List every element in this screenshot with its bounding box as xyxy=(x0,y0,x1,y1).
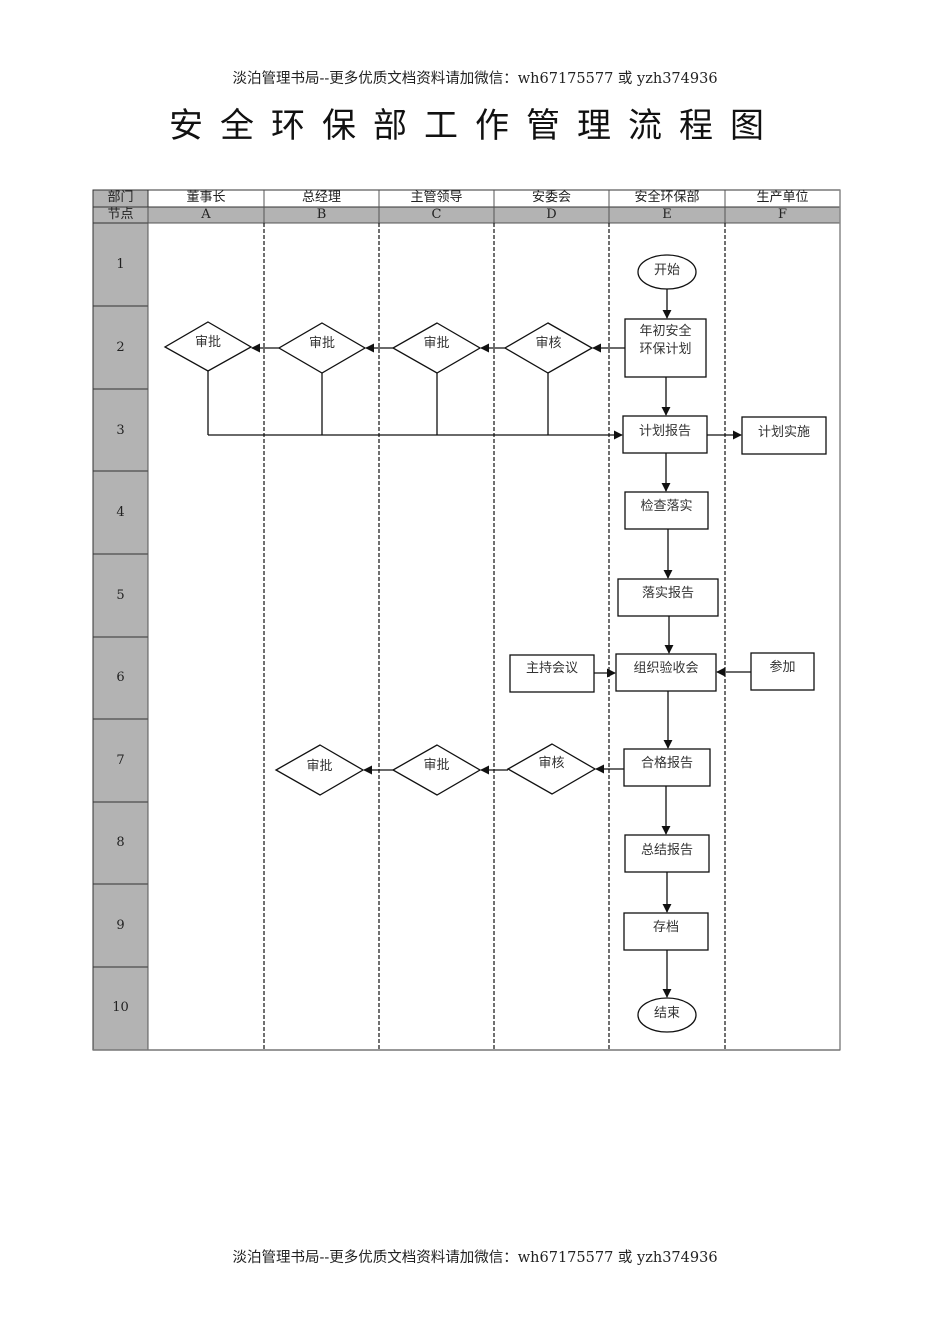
lane-c-code: C xyxy=(431,207,442,222)
lane-d-code: D xyxy=(546,207,557,222)
approve-a-label-row2: 审批 xyxy=(194,335,221,350)
watermark-top: 淡泊管理书局--更多优质文档资料请加微信：wh67175577 或 yzh374… xyxy=(232,71,718,87)
lane-c-dept: 主管领导 xyxy=(410,190,463,205)
approve-c-label-row7: 审批 xyxy=(423,758,450,773)
lane-e-code: E xyxy=(662,207,672,222)
acceptance-meeting-box xyxy=(615,653,717,692)
start-label: 开始 xyxy=(653,263,680,278)
summary-report-label: 总结报告 xyxy=(640,843,693,858)
row-number-9: 9 xyxy=(116,918,125,933)
lane-f-code: F xyxy=(777,207,788,222)
swimlanes xyxy=(93,190,841,1051)
participate-box xyxy=(750,652,815,691)
row-number-2: 2 xyxy=(116,340,125,355)
qualified-report-label: 合格报告 xyxy=(640,756,693,771)
acceptance-meeting-label: 组织验收会 xyxy=(633,661,699,676)
participate-label: 参加 xyxy=(769,660,796,675)
row-number-6: 6 xyxy=(116,670,125,685)
approve-b-label-row2: 审批 xyxy=(308,336,335,351)
lane-f-dept: 生产单位 xyxy=(756,190,809,205)
node-header-label: 节点 xyxy=(107,207,134,222)
end-terminal xyxy=(637,997,697,1033)
connectors xyxy=(207,289,751,998)
approve-c-diamond-row7 xyxy=(391,744,482,796)
plan-implement-label: 计划实施 xyxy=(757,425,810,440)
plan-implement-box xyxy=(741,416,827,455)
end-label: 结束 xyxy=(653,1006,680,1021)
annual-plan-label-2: 环保计划 xyxy=(639,342,692,357)
summary-report-box xyxy=(624,834,710,873)
lane-a-dept: 董事长 xyxy=(186,190,226,205)
implement-report-box xyxy=(617,578,719,617)
host-meeting-label: 主持会议 xyxy=(525,661,578,676)
implement-report-label: 落实报告 xyxy=(641,586,694,601)
lane-a-code: A xyxy=(201,207,211,222)
row-number-7: 7 xyxy=(116,753,125,768)
review-diamond-row7 xyxy=(506,743,597,795)
lane-d-dept: 安委会 xyxy=(531,190,571,205)
watermark-bottom: 淡泊管理书局--更多优质文档资料请加微信：wh67175577 或 yzh374… xyxy=(232,1250,718,1266)
row-number-5: 5 xyxy=(116,588,125,603)
qualified-report-box xyxy=(623,748,711,787)
flow-shapes xyxy=(163,254,827,1033)
lane-b-dept: 总经理 xyxy=(301,190,341,205)
review-label-row7: 审核 xyxy=(538,756,565,771)
row-number-10: 10 xyxy=(112,1000,129,1015)
lane-b-code: B xyxy=(316,207,327,222)
row-number-8: 8 xyxy=(116,835,125,850)
page-title: 安全环保部工作管理流程图 xyxy=(169,106,781,146)
approve-c-label-row2: 审批 xyxy=(423,336,450,351)
review-label-row2: 审核 xyxy=(535,336,562,351)
archive-box xyxy=(623,912,709,951)
row-number-1: 1 xyxy=(116,257,125,272)
plan-report-label: 计划报告 xyxy=(638,424,691,439)
annual-plan-label-1: 年初安全 xyxy=(639,324,692,339)
inspect-box xyxy=(624,491,709,530)
plan-report-box xyxy=(622,415,708,454)
inspect-label: 检查落实 xyxy=(640,499,693,514)
dept-header-label: 部门 xyxy=(107,190,134,205)
approve-b-label-row7: 审批 xyxy=(306,759,333,774)
archive-label: 存档 xyxy=(652,920,679,935)
host-meeting-box xyxy=(509,654,595,693)
annual-plan-box xyxy=(624,318,707,378)
row-number-4: 4 xyxy=(116,505,125,520)
node-column xyxy=(92,222,149,1051)
approve-b-diamond-row7 xyxy=(274,744,365,796)
row-number-3: 3 xyxy=(116,423,125,438)
lane-e-dept: 安全环保部 xyxy=(634,190,700,205)
